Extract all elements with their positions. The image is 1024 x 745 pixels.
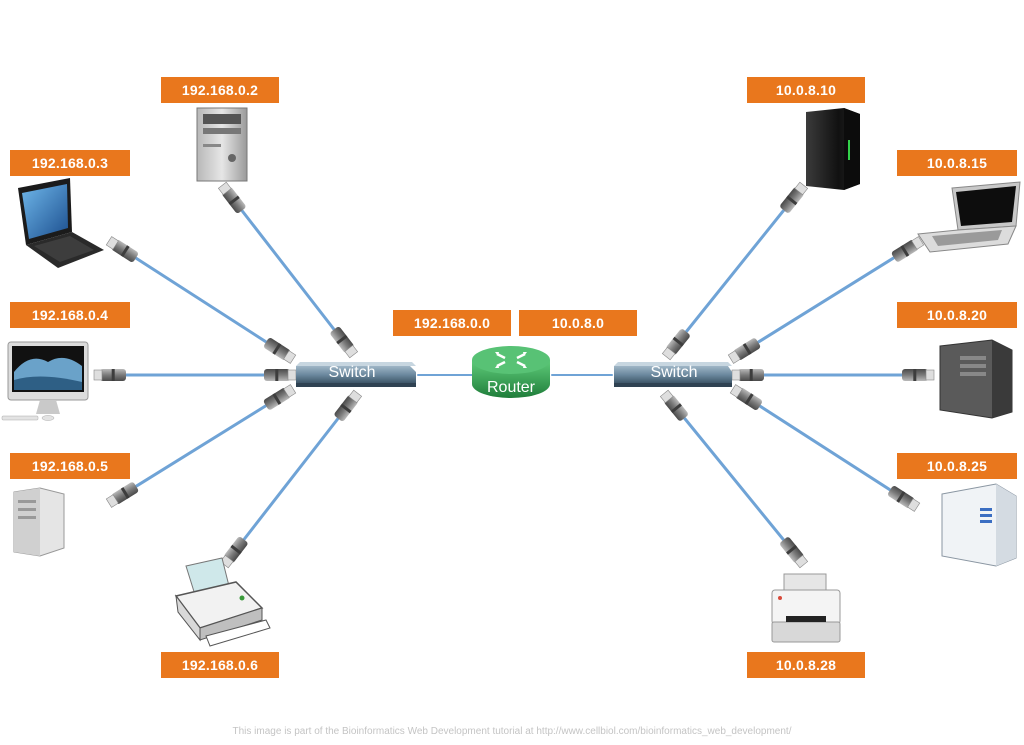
desktop-tower-icon (941, 483, 1017, 567)
network-cable (224, 188, 352, 352)
switch-left-label: Switch (328, 364, 375, 381)
ip-label-192-168-0-6: 192.168.0.6 (161, 652, 279, 678)
network-cable (666, 396, 802, 562)
rj45-plug (264, 338, 297, 364)
switch-right[interactable]: Switch (614, 362, 732, 387)
switch-left[interactable]: Switch (296, 362, 416, 387)
rj45-plug (219, 537, 248, 569)
printer-icon (174, 557, 271, 647)
rj45-plug (93, 369, 126, 381)
rj45-plug (727, 338, 761, 364)
attribution-footer: This image is part of the Bioinformatics… (232, 726, 792, 737)
network-label-left: 192.168.0.0 (393, 310, 511, 336)
ip-label-10-0-8-15: 10.0.8.15 (897, 150, 1017, 176)
rj45-plug (902, 369, 935, 381)
rj45-plug (330, 326, 359, 359)
rj45-plug (891, 236, 925, 262)
rj45-plug (217, 181, 246, 214)
rj45-plug (659, 389, 688, 421)
desktop-tower-icon (196, 107, 248, 182)
ip-label-192-168-0-2: 192.168.0.2 (161, 77, 279, 103)
switch-right-label: Switch (650, 364, 697, 381)
ip-label-10-0-8-28: 10.0.8.28 (747, 652, 865, 678)
rj45-plug (661, 329, 690, 361)
ip-label-10-0-8-10: 10.0.8.10 (747, 77, 865, 103)
rj45-plug (729, 384, 762, 410)
rj45-plug (731, 369, 764, 381)
imac-icon (1, 341, 89, 421)
rj45-plug (105, 236, 138, 262)
rj45-plug (263, 384, 297, 410)
rj45-plug (105, 482, 139, 508)
network-cable (736, 390, 914, 506)
rj45-plug (264, 369, 297, 381)
network-cable (112, 390, 290, 502)
cables (93, 181, 935, 569)
rj45-plug (780, 181, 809, 213)
laptop-icon (18, 178, 104, 268)
rj45-plug (780, 537, 809, 569)
ip-label-192-168-0-5: 192.168.0.5 (10, 453, 130, 479)
router-arrows-icon (495, 352, 527, 368)
rj45-plug (888, 486, 921, 512)
ip-label-192-168-0-3: 192.168.0.3 (10, 150, 130, 176)
ip-label-10-0-8-20: 10.0.8.20 (897, 302, 1017, 328)
router[interactable]: Router (472, 346, 550, 398)
router-label: Router (487, 379, 536, 396)
desktop-tower-icon (13, 487, 65, 557)
ip-label-10-0-8-25: 10.0.8.25 (897, 453, 1017, 479)
network-label-right: 10.0.8.0 (519, 310, 637, 336)
network-cable (226, 396, 356, 562)
desktop-tower-icon (939, 339, 1013, 419)
printer-icon (771, 573, 841, 643)
ip-label-192-168-0-4: 192.168.0.4 (10, 302, 130, 328)
rj45-plug (334, 389, 363, 421)
network-cable (112, 242, 290, 358)
network-cable (668, 188, 802, 354)
network-cable (734, 242, 918, 358)
laptop-icon (917, 181, 1021, 253)
server-tower-icon (806, 108, 860, 190)
